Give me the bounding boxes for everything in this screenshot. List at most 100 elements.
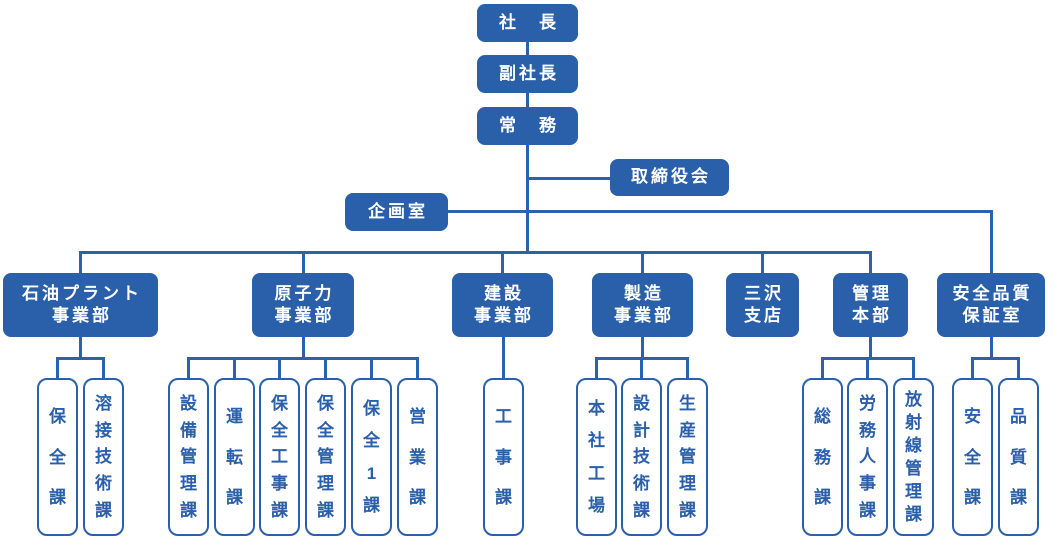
drop-hozen (56, 357, 59, 378)
label-char: 理 (905, 482, 922, 501)
board-of-directors-label: 取締役会 (631, 167, 711, 187)
construction-label-line1: 建設 (484, 283, 524, 303)
section-box-yosetsu-gijutsu: 溶接技術課 (83, 378, 124, 536)
label-char: 課 (814, 487, 831, 507)
label-char: 保 (363, 399, 380, 419)
label-char: 溶 (95, 393, 112, 413)
label-char: 技 (95, 447, 112, 467)
label-char: 保 (49, 407, 66, 427)
dept-box-nuclear: 原子力事業部 (252, 273, 354, 337)
section-box-eigyo: 営業課 (397, 378, 438, 536)
label-char: 課 (859, 501, 876, 521)
dept-box-safety-qa: 安全品質保証室 (937, 273, 1045, 337)
label-char: 術 (95, 474, 112, 494)
section-box-romu-jinji: 労務人事課 (847, 378, 888, 536)
trunk-vicepresident-managingdirector (526, 93, 529, 107)
nuclear-label-line1: 原子力 (274, 283, 335, 303)
label-char: 課 (226, 487, 243, 507)
drop-sekkei-gijutsu (640, 357, 643, 378)
label-char: 労 (859, 393, 876, 413)
label-char: 技 (633, 447, 650, 467)
construction-label-line2: 事業部 (474, 306, 534, 325)
label-char: 安 (964, 407, 981, 427)
dept-box-misawa-branch: 三沢支店 (726, 273, 799, 337)
children-bus-oil-plant (56, 357, 105, 360)
label-char: 理 (180, 474, 197, 494)
drop-eigyo (416, 357, 419, 378)
misawa-branch-label-line1: 三沢 (744, 283, 784, 303)
safety-qa-label-line2: 保証室 (962, 306, 1023, 325)
drop-oil-plant (79, 251, 82, 273)
kanri-honbu-label-line1: 管理 (852, 283, 892, 303)
label-char: 課 (495, 487, 512, 507)
section-box-setsubi-kanri: 設備管理課 (168, 378, 209, 536)
children-bus-nuclear (187, 357, 419, 360)
branch-planning-office (448, 210, 993, 213)
label-char: 課 (905, 505, 922, 524)
stub-kanri-honbu (869, 337, 872, 360)
label-char: 事 (271, 474, 288, 494)
drop-nuclear (302, 251, 305, 273)
label-char: 課 (49, 487, 66, 507)
label-char: 品 (1010, 407, 1027, 427)
label-char: 管 (317, 447, 334, 467)
section-box-somu: 総務課 (802, 378, 843, 536)
label-char: 術 (633, 474, 650, 494)
section-box-honsha-kojo: 本社工場 (576, 378, 617, 536)
oil-plant-label-line2: 事業部 (52, 306, 112, 325)
drop-honsha-kojo (595, 357, 598, 378)
vice-president-label: 副社長 (499, 63, 559, 83)
drop-koji (502, 337, 505, 378)
label-char: 営 (409, 407, 426, 427)
children-bus-safety-qa (971, 357, 1020, 360)
section-box-anzen: 安全課 (952, 378, 993, 536)
label-char: 課 (271, 501, 288, 521)
drop-hozen-kanri (324, 357, 327, 378)
label-char: 本 (588, 399, 605, 419)
label-char: 転 (226, 447, 243, 467)
label-char: 理 (679, 474, 696, 494)
label-char: 管 (905, 459, 922, 478)
label-char: 全 (271, 420, 288, 440)
label-char: 務 (859, 420, 876, 440)
label-char: 計 (633, 420, 650, 440)
label-char: 業 (409, 447, 426, 467)
section-box-seisan-kanri: 生産管理課 (667, 378, 708, 536)
label-char: 課 (679, 501, 696, 521)
label-char: 産 (679, 420, 696, 440)
label-char: 全 (317, 420, 334, 440)
dept-box-oil-plant: 石油プラント事業部 (3, 273, 158, 337)
label-char: 保 (317, 393, 334, 413)
label-char: 事 (495, 447, 512, 467)
kanri-honbu-label-line2: 本部 (852, 306, 892, 325)
dept-box-kanri-honbu: 管理本部 (833, 273, 908, 337)
section-box-hinshitsu: 品質課 (998, 378, 1039, 536)
exec-box-vice-president: 副社長 (477, 55, 578, 93)
drop-seisan-kanri (686, 357, 689, 378)
stub-safety-qa (990, 337, 993, 360)
exec-box-president: 社 長 (477, 4, 578, 42)
label-char: 課 (964, 487, 981, 507)
label-char: 工 (271, 447, 288, 467)
drop-manufacturing (641, 251, 644, 273)
manufacturing-label-line1: 製造 (624, 283, 664, 303)
drop-unten (233, 357, 236, 378)
nuclear-label-line2: 事業部 (274, 306, 335, 325)
label-char: 場 (588, 495, 605, 515)
dept-box-manufacturing: 製造事業部 (592, 273, 693, 337)
president-label: 社 長 (499, 12, 559, 32)
drop-kanri-honbu (869, 251, 872, 273)
branch-board-of-directors (526, 177, 610, 180)
label-char: 管 (679, 447, 696, 467)
section-box-hozen: 保全課 (37, 378, 78, 536)
label-char: 工 (495, 407, 512, 427)
drop-anzen (971, 357, 974, 378)
drop-safety-qa (990, 210, 993, 273)
managing-director-label: 常 務 (499, 115, 559, 135)
stub-nuclear (302, 337, 305, 360)
label-char: 運 (226, 407, 243, 427)
label-char: 理 (317, 474, 334, 494)
manufacturing-label-line2: 事業部 (614, 306, 674, 325)
label-char: 設 (180, 393, 197, 413)
